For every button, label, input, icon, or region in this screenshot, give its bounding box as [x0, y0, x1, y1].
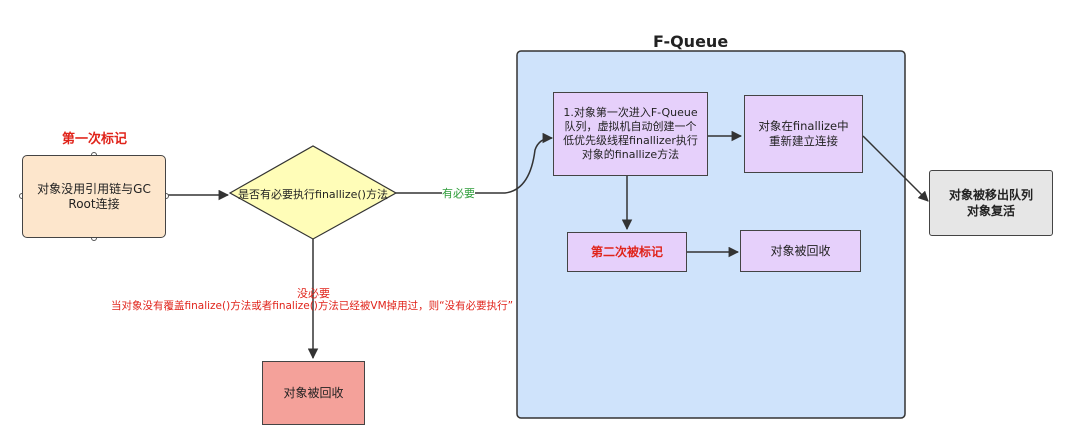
decision-text[interactable]: 是否有必要执行finallize()方法: [238, 187, 388, 201]
no-reason-label: 当对象没有覆盖finalize()方法或者finalize()方法已经被VM掉用…: [111, 300, 514, 312]
fq-reconnect-node[interactable]: 对象在finallize中重新建立连接: [744, 95, 863, 173]
edge-decision-yes: [396, 132, 554, 194]
start-node[interactable]: 对象没用引用链与GC Root连接: [22, 155, 166, 238]
edge-reconnect-to-revived: [862, 135, 929, 202]
first-mark-label: 第一次标记: [62, 132, 128, 147]
no-label: 没必要: [297, 287, 330, 300]
collected-node-right[interactable]: 对象被回收: [740, 230, 861, 272]
second-mark-node[interactable]: 第二次被标记: [567, 232, 687, 272]
collected-node-left[interactable]: 对象被回收: [262, 361, 365, 425]
fq-step1-node[interactable]: 1.对象第一次进入F-Queue队列，虚拟机自动创建一个低优先级线程finall…: [553, 92, 708, 176]
yes-label: 有必要: [442, 185, 475, 201]
revived-node[interactable]: 对象被移出队列 对象复活: [929, 170, 1053, 236]
fqueue-title: F-Queue: [653, 32, 729, 51]
